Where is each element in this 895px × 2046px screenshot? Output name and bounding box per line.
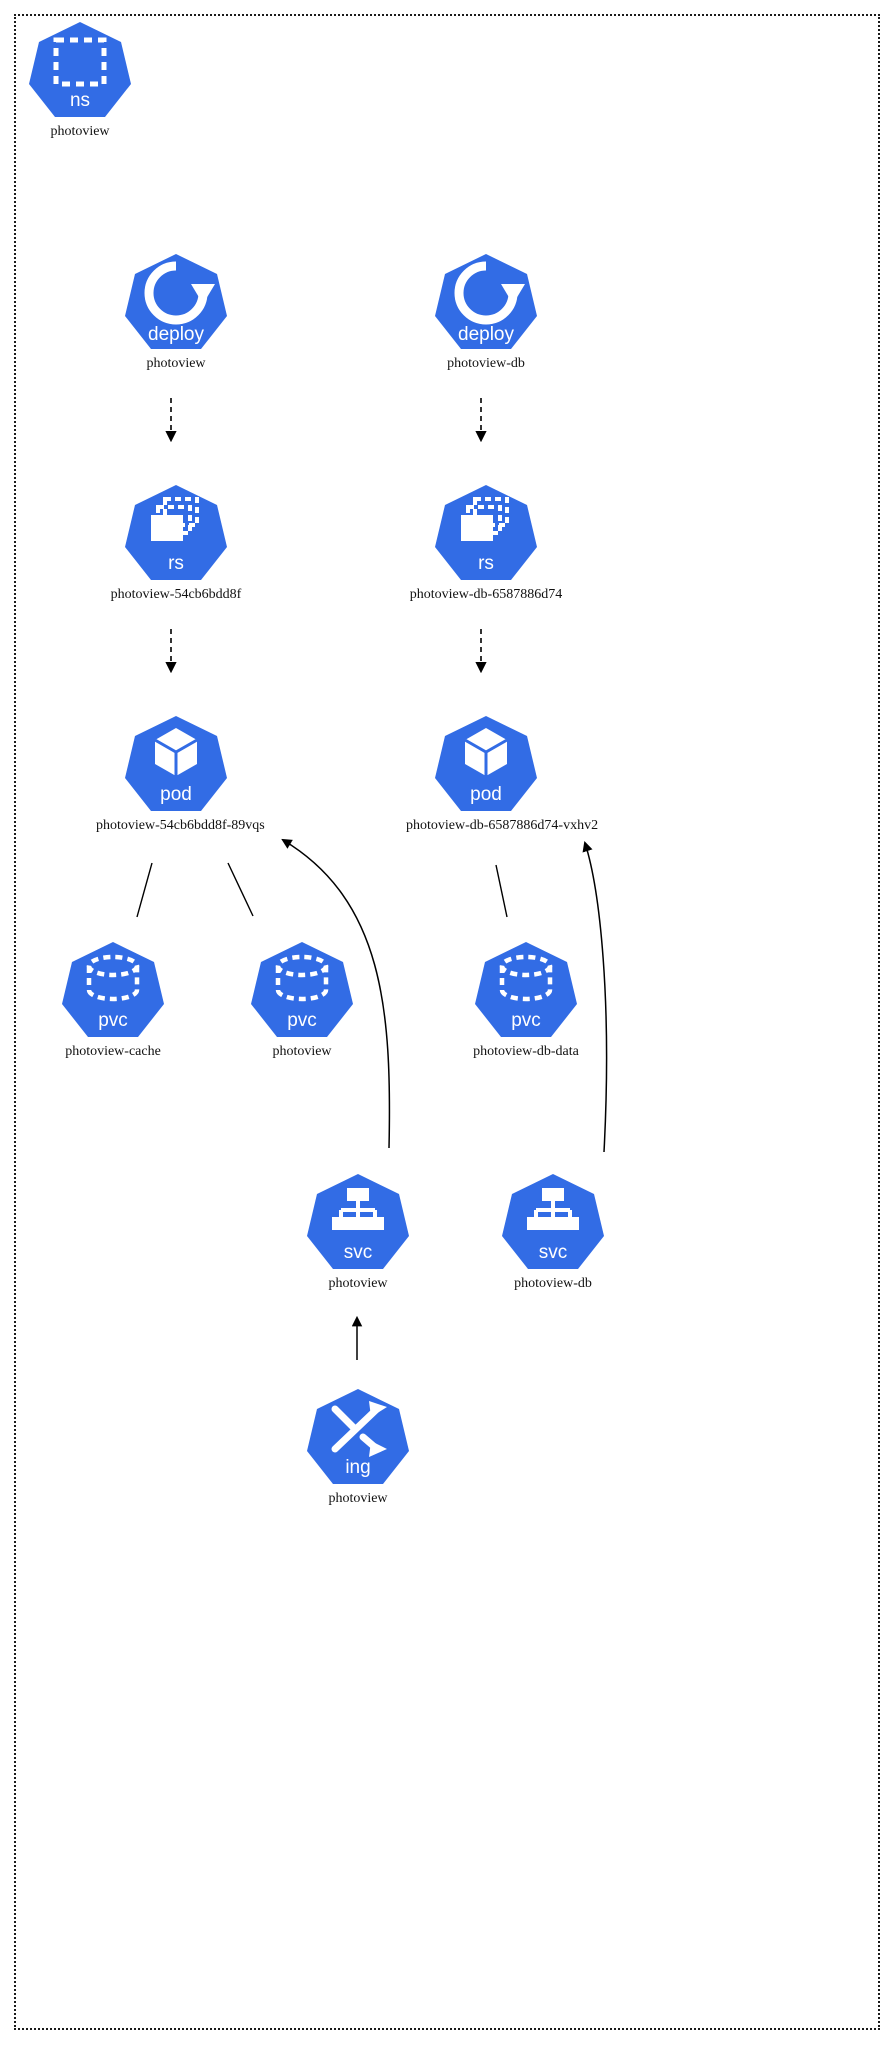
replicaset-icon: rs <box>121 481 231 585</box>
ingress-icon: ing <box>303 1385 413 1489</box>
namespace-icon: ns <box>25 18 135 122</box>
kind-label: pvc <box>511 1010 541 1031</box>
node-caption: photoview-db-data <box>473 1044 579 1059</box>
node-deploy-photoview-db[interactable]: deploy photoview-db <box>406 250 566 372</box>
node-caption: photoview-db <box>514 1276 592 1291</box>
node-caption: photoview-54cb6bdd8f-89vqs <box>96 818 265 833</box>
kind-label: svc <box>344 1242 373 1263</box>
node-rs-photoview[interactable]: rs photoview-54cb6bdd8f <box>96 481 256 603</box>
node-svc-photoview[interactable]: svc photoview <box>278 1170 438 1292</box>
kind-label: ns <box>70 90 90 111</box>
replicaset-icon: rs <box>431 481 541 585</box>
node-caption: photoview-db-6587886d74 <box>409 587 563 602</box>
namespace-boundary <box>14 14 880 2030</box>
pvc-icon: pvc <box>58 938 168 1042</box>
kind-label: pod <box>470 784 502 805</box>
kind-label: deploy <box>148 324 204 345</box>
pod-icon: pod <box>121 712 231 816</box>
node-caption: photoview <box>50 124 110 139</box>
kind-label: pvc <box>287 1010 317 1031</box>
deployment-icon: deploy <box>121 250 231 354</box>
node-ing-photoview[interactable]: ing photoview <box>278 1385 438 1507</box>
node-caption: photoview-db <box>447 356 525 371</box>
node-pvc-photoview[interactable]: pvc photoview <box>222 938 382 1060</box>
kind-label: deploy <box>458 324 514 345</box>
kind-label: svc <box>539 1242 568 1263</box>
node-pvc-photoview-db-data[interactable]: pvc photoview-db-data <box>446 938 606 1060</box>
node-caption: photoview-54cb6bdd8f <box>110 587 242 602</box>
service-icon: svc <box>303 1170 413 1274</box>
kind-label: ing <box>345 1457 370 1478</box>
node-caption: photoview <box>328 1491 388 1506</box>
node-deploy-photoview[interactable]: deploy photoview <box>96 250 256 372</box>
node-ns-photoview[interactable]: ns photoview <box>0 18 160 140</box>
node-pod-photoview-db[interactable]: pod photoview-db-6587886d74-vxhv2 <box>406 712 599 834</box>
node-caption: photoview <box>146 356 206 371</box>
kind-label: rs <box>168 553 184 574</box>
pod-icon: pod <box>431 712 541 816</box>
pvc-icon: pvc <box>247 938 357 1042</box>
service-icon: svc <box>498 1170 608 1274</box>
kind-label: pod <box>160 784 192 805</box>
kind-label: pvc <box>98 1010 128 1031</box>
node-rs-photoview-db[interactable]: rs photoview-db-6587886d74 <box>406 481 566 603</box>
node-svc-photoview-db[interactable]: svc photoview-db <box>473 1170 633 1292</box>
node-caption: photoview <box>272 1044 332 1059</box>
node-pod-photoview[interactable]: pod photoview-54cb6bdd8f-89vqs <box>96 712 265 834</box>
node-caption: photoview-db-6587886d74-vxhv2 <box>406 818 599 833</box>
node-caption: photoview <box>328 1276 388 1291</box>
deployment-icon: deploy <box>431 250 541 354</box>
kind-label: rs <box>478 553 494 574</box>
node-pvc-photoview-cache[interactable]: pvc photoview-cache <box>33 938 193 1060</box>
node-caption: photoview-cache <box>65 1044 161 1059</box>
pvc-icon: pvc <box>471 938 581 1042</box>
